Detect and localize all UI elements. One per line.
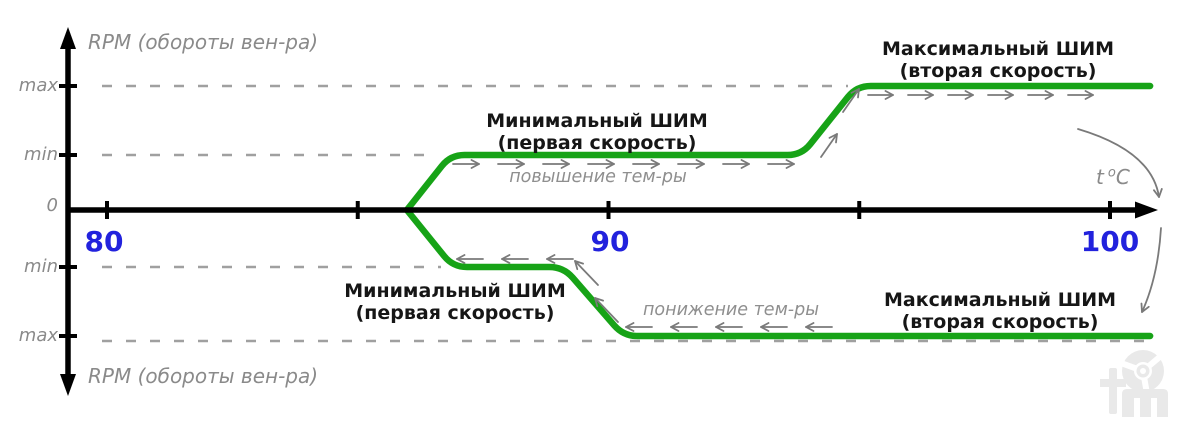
x-axis-unit-label: t oC (1096, 165, 1130, 189)
note-temperature-falling: понижение тем-ры (642, 300, 820, 320)
x-axis-unit-sup: o (1107, 165, 1116, 181)
y-tick-label-min-bottom: min (24, 256, 58, 277)
annotation-line: (вторая скорость) (901, 311, 1099, 333)
annotation-line: (первая скорость) (497, 132, 697, 154)
transition-arc (1140, 227, 1162, 313)
transition-arc (1077, 128, 1163, 198)
fan-logo-watermark (1100, 350, 1168, 417)
annotation-min-pwm-upper: Минимальный ШИМ (первая скорость) (486, 110, 707, 154)
annotation-line: (первая скорость) (355, 302, 555, 324)
x-tick-label-100: 100 (1080, 225, 1140, 258)
annotation-line: Минимальный ШИМ (486, 110, 708, 132)
flow-arrows (452, 88, 1163, 332)
annotation-line: Максимальный ШИМ (884, 289, 1116, 311)
y-tick-label-min-top: min (24, 144, 58, 165)
y-axis-title-bottom: RPM (обороты вен-ра) (88, 364, 319, 388)
curve-pwm-falling-temp (403, 206, 1154, 340)
annotation-line: Максимальный ШИМ (882, 38, 1114, 60)
x-axis-unit-c: C (1115, 165, 1130, 189)
y-tick-label-zero: 0 (46, 195, 58, 216)
y-axis-title-top: RPM (обороты вен-ра) (88, 30, 319, 54)
y-tick-label-max-top: max (18, 75, 58, 96)
x-tick-label-90: 90 (590, 225, 630, 258)
annotation-max-pwm-lower: Максимальный ШИМ (вторая скорость) (884, 289, 1116, 333)
y-tick-label-max-bottom: max (18, 325, 58, 346)
annotation-min-pwm-lower: Минимальный ШИМ (первая скорость) (344, 280, 565, 324)
axes (59, 27, 1158, 396)
annotation-max-pwm-upper: Максимальный ШИМ (вторая скорость) (882, 38, 1114, 82)
x-axis-unit-symbol: t (1096, 165, 1104, 189)
dashed-guide-lines (102, 84, 1148, 343)
annotation-line: (вторая скорость) (899, 60, 1097, 82)
note-temperature-rising: повышение тем-ры (509, 167, 687, 187)
annotation-line: Минимальный ШИМ (344, 280, 566, 302)
x-tick-label-80: 80 (84, 225, 124, 258)
